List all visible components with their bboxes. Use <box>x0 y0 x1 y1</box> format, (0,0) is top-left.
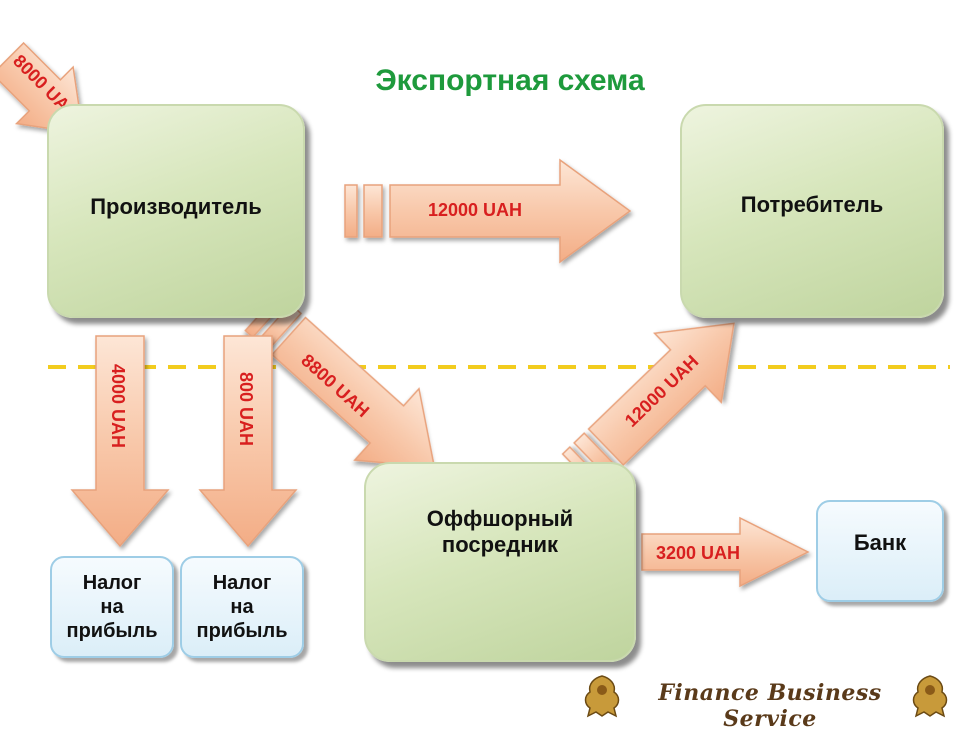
node-tax2-line2: на <box>230 596 254 618</box>
node-bank-label: Банк <box>853 530 907 555</box>
flow-label-tax1: 4000 UAH <box>108 364 128 448</box>
node-tax2-line3: прибыль <box>196 620 288 642</box>
company-logo: Finance Business Service <box>576 672 956 732</box>
arrow-producer-to-consumer <box>344 158 632 264</box>
lion-emblem-right-icon <box>912 675 948 718</box>
node-tax1-line2: на <box>100 596 124 618</box>
node-consumer-label: Потребитель <box>740 192 884 217</box>
node-offshore-label-line2: посредник <box>441 532 559 557</box>
node-consumer: Потребитель <box>680 104 944 318</box>
arrow-tax2 <box>198 335 298 548</box>
diagram-title: Экспортная схема <box>375 64 645 97</box>
node-tax1-line1: Налог <box>82 572 142 594</box>
node-tax1-line3: прибыль <box>66 620 158 642</box>
flow-label-offshore-to-bank: 3200 UAH <box>656 543 740 563</box>
arrow-tax1 <box>70 335 170 548</box>
node-bank: Банк <box>816 500 944 602</box>
arrow-offshore-to-bank <box>641 516 810 588</box>
node-income-tax-1: Налог на прибыль <box>50 556 174 658</box>
node-offshore-intermediary: Оффшорный посредник <box>364 462 636 662</box>
flow-label-producer-to-consumer: 12000 UAH <box>428 200 522 220</box>
logo-text: Finance Business Service <box>658 680 882 732</box>
node-offshore-label-line1: Оффшорный <box>426 506 574 531</box>
node-income-tax-2: Налог на прибыль <box>180 556 304 658</box>
node-producer-label: Производитель <box>90 194 262 219</box>
node-tax2-line1: Налог <box>212 572 272 594</box>
node-producer: Производитель <box>47 104 305 318</box>
lion-emblem-left-icon <box>584 675 620 718</box>
flow-label-tax2: 800 UAH <box>236 372 256 446</box>
